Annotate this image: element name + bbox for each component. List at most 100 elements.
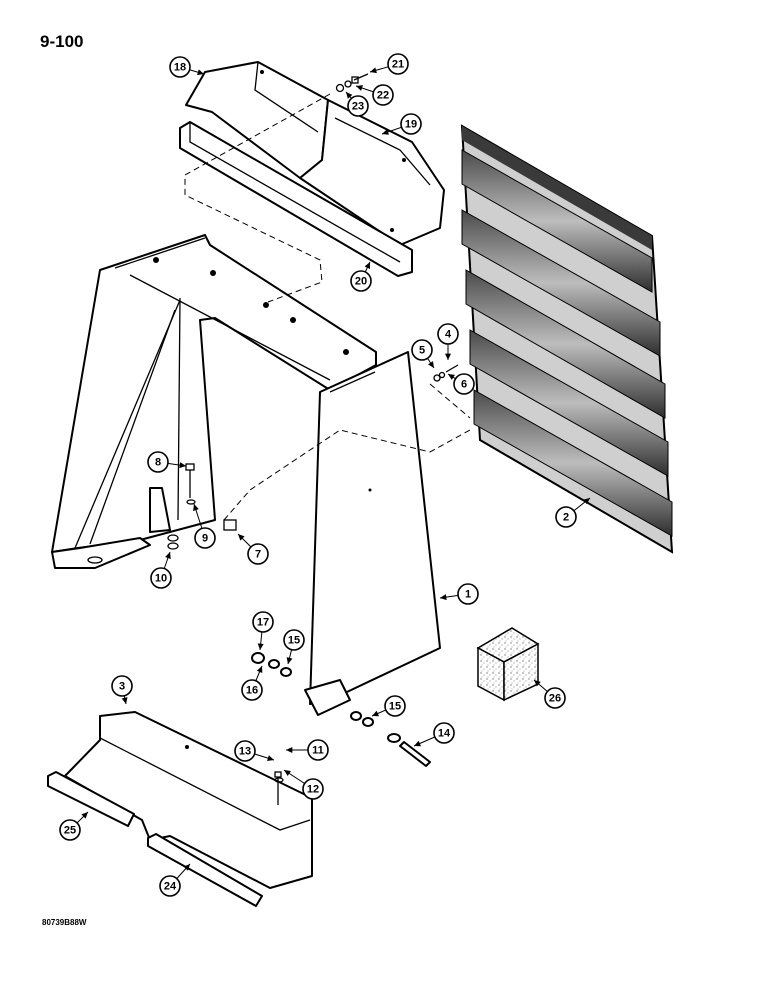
foam-block-26	[476, 627, 540, 702]
callout-1-arrowhead	[440, 594, 447, 601]
callout-17: 17	[252, 611, 274, 651]
callout-16-label: 16	[246, 685, 258, 697]
callout-21-arrowhead	[370, 67, 377, 74]
callout-5-circle	[411, 339, 433, 361]
callout-7-arrowhead	[238, 534, 245, 541]
callout-1-label: 1	[465, 589, 471, 601]
hardware-14-15-16-17	[251, 652, 431, 767]
callout-11: 11	[286, 739, 329, 761]
callout-21: 21	[369, 53, 409, 75]
callout-12-label: 12	[307, 784, 319, 796]
callout-14-arrowhead	[414, 740, 421, 747]
side-panel-1	[304, 351, 441, 716]
callout-16-arrowhead	[256, 666, 263, 673]
callout-22: 22	[355, 84, 394, 106]
callout-18-label: 18	[174, 62, 186, 74]
callout-3-circle	[111, 675, 133, 697]
callout-6-circle	[453, 373, 475, 395]
callout-10: 10	[150, 551, 172, 589]
callout-13-arrowhead	[267, 755, 274, 761]
callout-20: 20	[350, 261, 372, 292]
callout-19: 19	[381, 113, 422, 135]
callout-13: 13	[234, 740, 275, 762]
callout-17-arrowhead	[257, 643, 264, 650]
callout-25-label: 25	[64, 825, 76, 837]
callout-15b: 15	[371, 695, 406, 717]
callout-5-arrowhead	[428, 361, 434, 368]
seal-bar-20	[179, 121, 413, 277]
callout-14-circle	[433, 722, 455, 744]
callout-23-arrowhead	[346, 92, 353, 99]
hardware-21-22-23	[335, 73, 369, 93]
callout-4-label: 4	[445, 329, 452, 341]
callout-9: 9	[193, 503, 216, 549]
callout-11-circle	[307, 739, 329, 761]
callout-15b-arrowhead	[372, 710, 379, 717]
bottom-plate-3	[64, 711, 313, 889]
callout-8-label: 8	[155, 457, 161, 469]
callout-17-label: 17	[257, 617, 269, 629]
callout-6-arrowhead	[448, 374, 455, 380]
callout-26-arrowhead	[534, 680, 541, 687]
callout-24-circle	[159, 875, 181, 897]
callout-20-label: 20	[355, 276, 367, 288]
callout-14-label: 14	[438, 728, 451, 740]
callout-18-circle	[169, 56, 191, 78]
callout-25-arrowhead	[81, 812, 88, 819]
callout-18-arrowhead	[197, 69, 204, 76]
callout-26-circle	[544, 687, 566, 709]
callout-2-circle	[555, 506, 577, 528]
callout-22-arrowhead	[356, 85, 363, 91]
callout-23-label: 23	[352, 101, 364, 113]
callout-22-circle	[372, 84, 394, 106]
callout-5: 5	[411, 339, 435, 369]
callout-21-label: 21	[392, 59, 404, 71]
callout-19-arrowhead	[382, 129, 389, 135]
callout-15a-circle	[283, 629, 305, 651]
callout-24: 24	[159, 863, 191, 897]
callout-24-label: 24	[164, 881, 177, 893]
callout-26: 26	[533, 679, 566, 709]
callout-2-label: 2	[563, 512, 569, 524]
callout-3-label: 3	[119, 681, 125, 693]
callout-19-circle	[400, 113, 422, 135]
assembly-leaders	[184, 93, 471, 521]
callout-8-arrowhead	[179, 462, 186, 469]
callout-4-circle	[437, 323, 459, 345]
callout-13-circle	[234, 740, 256, 762]
callout-12-circle	[302, 778, 324, 800]
callout-1: 1	[439, 583, 479, 605]
callout-7-circle	[247, 543, 269, 565]
callout-10-label: 10	[155, 573, 167, 585]
callout-9-circle	[194, 527, 216, 549]
seal-strip-25	[47, 771, 135, 827]
callout-4: 4	[437, 323, 459, 360]
callout-15a-arrowhead	[286, 657, 293, 664]
callout-25-circle	[59, 819, 81, 841]
callout-2-arrowhead	[583, 498, 590, 505]
callout-24-arrowhead	[183, 864, 190, 871]
callout-10-arrowhead	[165, 552, 171, 559]
callout-16-circle	[241, 679, 263, 701]
callout-25: 25	[59, 811, 89, 841]
callout-26-label: 26	[549, 693, 561, 705]
callout-18: 18	[169, 56, 205, 78]
callout-3: 3	[111, 675, 133, 705]
callout-15b-label: 15	[389, 701, 401, 713]
callout-20-circle	[350, 270, 372, 292]
callout-14: 14	[413, 722, 455, 747]
support-frame	[51, 234, 377, 569]
callout-23-circle	[347, 95, 369, 117]
page-number: 9-100	[40, 32, 84, 51]
callout-12: 12	[283, 769, 324, 800]
seal-assembly-18-19	[185, 61, 445, 246]
callout-15b-circle	[384, 695, 406, 717]
callout-2: 2	[555, 497, 591, 528]
hardware-4-5-6	[433, 364, 459, 382]
callout-10-circle	[150, 567, 172, 589]
callout-9-label: 9	[202, 533, 208, 545]
callout-23: 23	[345, 91, 369, 117]
callout-9-arrowhead	[193, 504, 199, 511]
callout-22-label: 22	[377, 90, 389, 102]
